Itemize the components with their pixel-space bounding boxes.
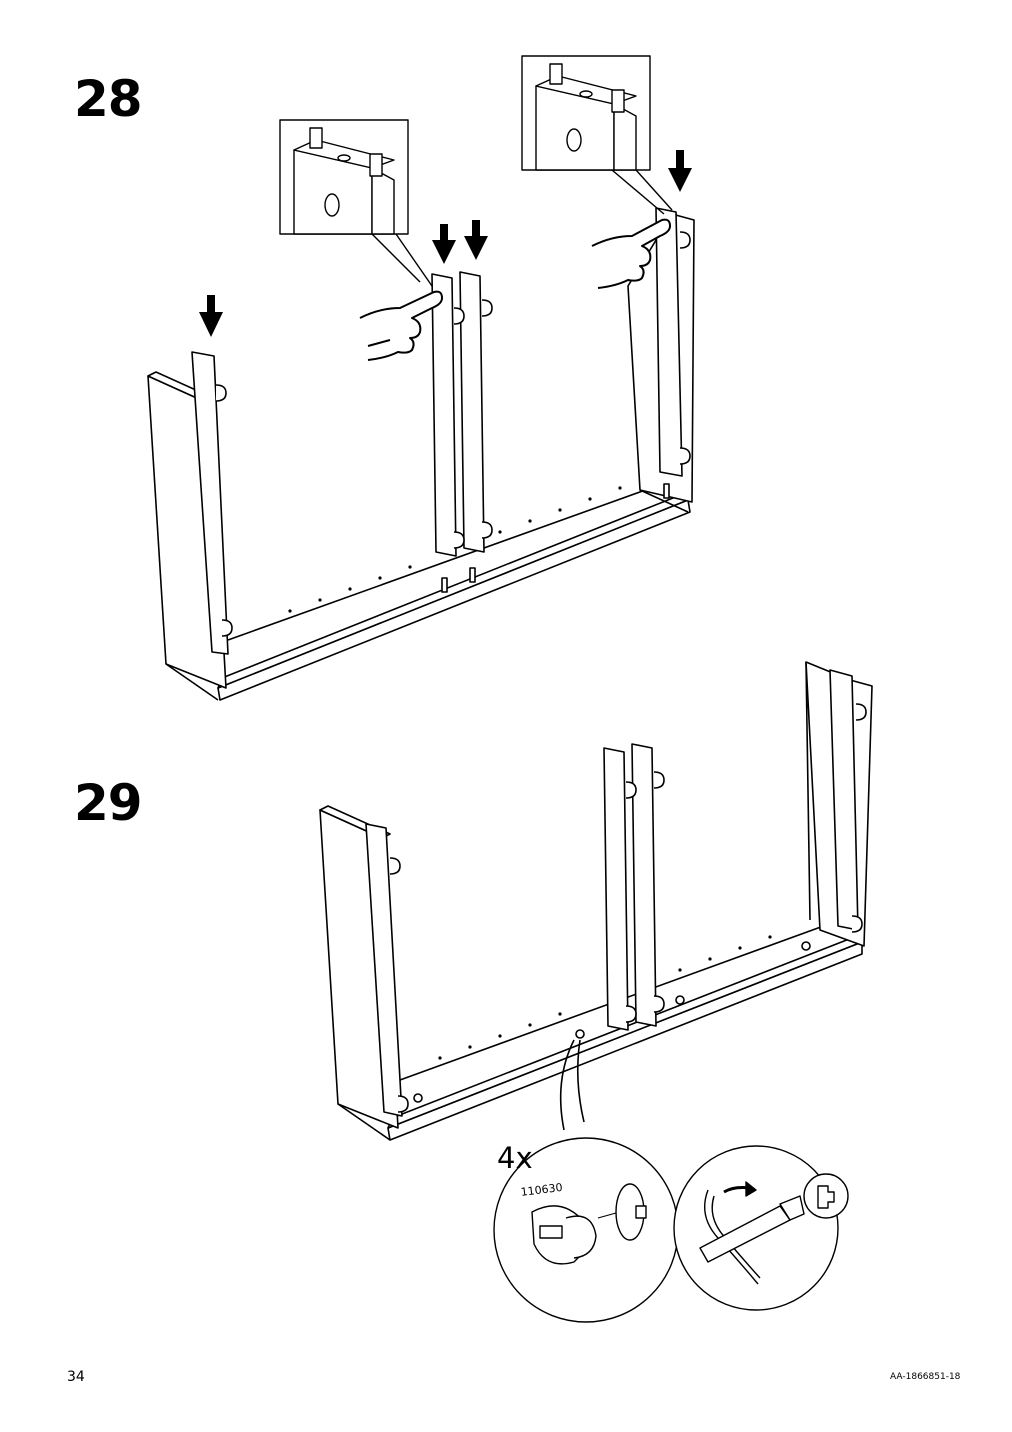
step-number: 28 [74, 70, 143, 128]
hand-pointing-icon [359, 290, 443, 361]
rail-holes [438, 935, 772, 1060]
document-code: AA-1866851-18 [890, 1372, 961, 1382]
hand-pointing-icon [591, 218, 671, 289]
arrow-down-icon [668, 150, 692, 192]
step-28-illustration [147, 55, 695, 701]
rail-holes [288, 486, 622, 613]
detail-callout [279, 119, 433, 287]
step-29-illustration [319, 661, 873, 1323]
cam-lock-detail [493, 1137, 679, 1323]
fitting-quantity: 4x [497, 1141, 533, 1175]
arrow-down-icon [199, 295, 223, 337]
arrow-down-icon [432, 220, 488, 264]
step-number: 29 [74, 774, 143, 832]
screwdriver-detail [673, 1145, 849, 1311]
page-number: 34 [67, 1369, 85, 1385]
detail-callout [521, 55, 673, 215]
